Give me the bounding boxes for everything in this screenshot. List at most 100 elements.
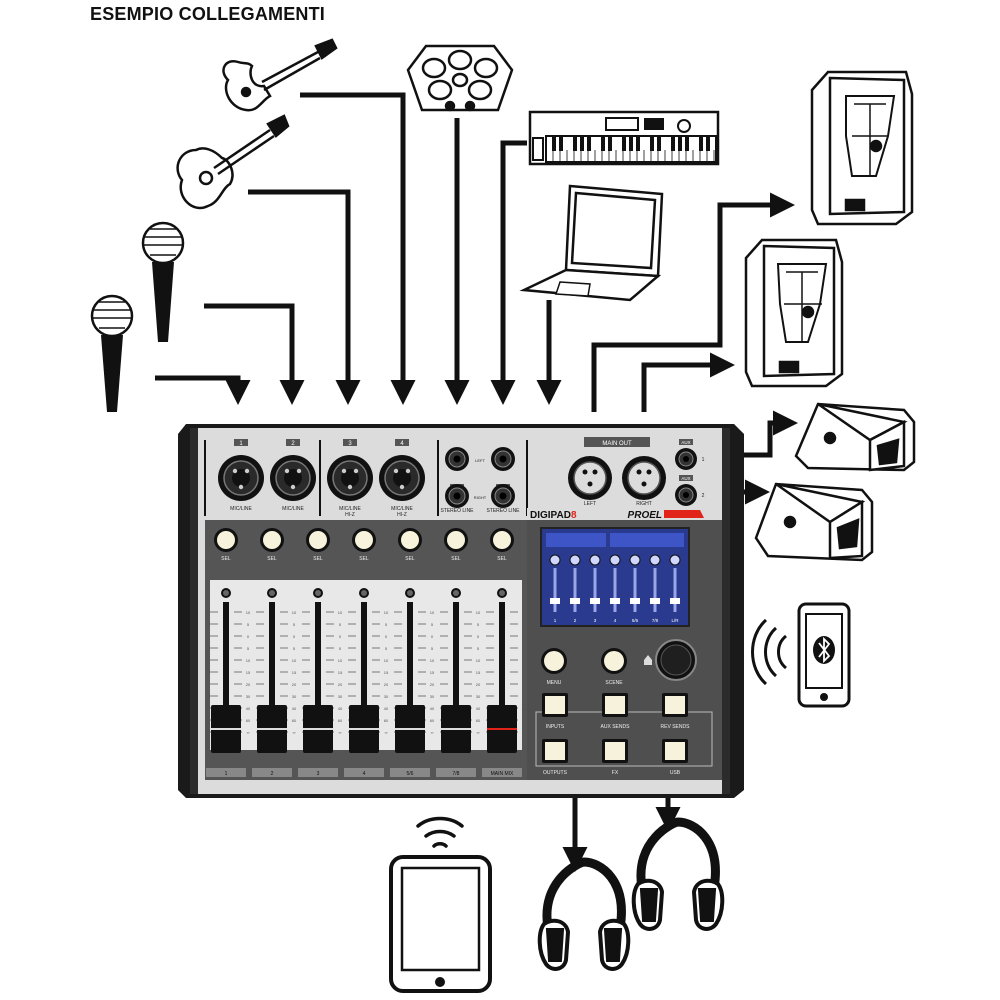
nav-button-outputs[interactable]: OUTPUTS [542, 739, 568, 776]
fader-scale-label: 0 [247, 634, 250, 639]
main-out-side-label: LEFT [584, 501, 596, 507]
nav-button-label: INPUTS [546, 724, 565, 730]
signal-waves-icon [751, 618, 788, 686]
fader-scale-label: 10 [430, 658, 435, 663]
sel-button-7[interactable]: SEL [490, 528, 514, 562]
fader-channel-label: 3 [317, 771, 320, 777]
fader-scale-label: 30 [246, 694, 251, 699]
menu-knob[interactable]: MENU [541, 648, 567, 686]
fader-scale-label: 10 [476, 610, 481, 615]
stereo-jack-input[interactable] [491, 447, 515, 471]
input-number-label: 2 [291, 441, 295, 447]
fader-scale-label: 60 [522, 718, 527, 723]
main-out-label: MAIN OUT [602, 441, 632, 447]
stereo-jack-input[interactable] [445, 484, 469, 508]
fader-scale-label: ∞ [477, 730, 480, 735]
fader-scale-label: 30 [522, 694, 527, 699]
input-type-sublabel: HI-Z [397, 512, 407, 518]
diagram-title: ESEMPIO COLLEGAMENTI [90, 4, 326, 24]
screen-channel-label: 2 [574, 618, 577, 623]
input-type-label: MIC/LINE [230, 506, 252, 512]
smartphone-bluetooth-icon [751, 602, 851, 708]
nav-button-aux-sends[interactable]: AUX SENDS [601, 693, 631, 730]
acoustic-guitar-icon [176, 114, 290, 210]
stereo-jack-input[interactable] [445, 447, 469, 471]
fader-scale-label: 30 [476, 694, 481, 699]
input-type-label: MIC/LINE [282, 506, 304, 512]
fader-scale-label: 10 [384, 610, 389, 615]
fader-scale-label: 60 [292, 718, 297, 723]
nav-button-label: REV SENDS [661, 724, 691, 730]
fader-scale-label: 15 [522, 670, 527, 675]
nav-button-inputs[interactable]: INPUTS [542, 693, 568, 730]
line-mic-2 [204, 303, 305, 405]
line-electric-guitar [300, 92, 416, 405]
sel-button-1[interactable]: SEL [214, 528, 238, 562]
fader-scale-label: 5 [247, 646, 250, 651]
sel-button-4[interactable]: SEL [352, 528, 376, 562]
input-type-sublabel: HI-Z [345, 512, 355, 518]
keyboard-icon [528, 110, 720, 166]
stereo-jack-input[interactable] [491, 484, 515, 508]
fader-scale-label: ∞ [385, 730, 388, 735]
fader-scale-label: 15 [476, 670, 481, 675]
fader-scale-label: 0 [477, 634, 480, 639]
sel-button-3[interactable]: SEL [306, 528, 330, 562]
nav-button-usb[interactable]: USB [662, 739, 688, 776]
sel-button-5[interactable]: SEL [398, 528, 422, 562]
model-name: DIGIPAD [530, 510, 571, 521]
fader-scale-label: 5 [339, 622, 342, 627]
line-acoustic-guitar [248, 189, 361, 405]
sel-button-6[interactable]: SEL [444, 528, 468, 562]
fader-channel-label: 2 [271, 771, 274, 777]
brand-logo: PROEL [628, 510, 662, 521]
microphone-icon [90, 294, 134, 412]
screen-channel-label: L/R [671, 618, 679, 623]
fader-scale-label: 40 [522, 706, 527, 711]
fader-scale-label: 10 [522, 658, 527, 663]
fader-scale-label: 5 [247, 622, 250, 627]
fader-scale-label: 10 [384, 658, 389, 663]
fader-scale-label: 20 [430, 682, 435, 687]
fader-scale-label: 0 [385, 634, 388, 639]
stereo-line-label: STEREO LINE [440, 508, 474, 514]
input-number-label: 4 [400, 441, 404, 447]
fader-scale-label: 10 [338, 658, 343, 663]
electric-guitar-icon [222, 38, 338, 112]
headphones-icon [631, 817, 725, 931]
input-type-label: MIC/LINE [339, 506, 361, 512]
brand-stripe [664, 510, 704, 518]
knob-label: SCENE [605, 680, 623, 686]
fader-scale-label: 40 [476, 706, 481, 711]
laptop-icon [519, 184, 664, 302]
fader-channel-label: 7/8 [453, 771, 460, 777]
fader-scale-label: 0 [339, 634, 342, 639]
fader-scale-label: 20 [292, 682, 297, 687]
sel-button-2[interactable]: SEL [260, 528, 284, 562]
nav-button-fx[interactable]: FX [602, 739, 628, 776]
drum-pad-icon [406, 44, 514, 112]
fader-scale-label: 10 [476, 658, 481, 663]
home-icon[interactable] [644, 655, 652, 665]
fader-scale-label: 5 [477, 622, 480, 627]
main-out-xlr[interactable]: LEFT [568, 456, 612, 507]
main-out-xlr[interactable]: RIGHT [622, 456, 666, 507]
fader-scale-label: ∞ [431, 730, 434, 735]
nav-button-rev-sends[interactable]: REV SENDS [661, 693, 691, 730]
fader-scale-label: 15 [292, 670, 297, 675]
scene-knob[interactable]: SCENE [601, 648, 627, 686]
